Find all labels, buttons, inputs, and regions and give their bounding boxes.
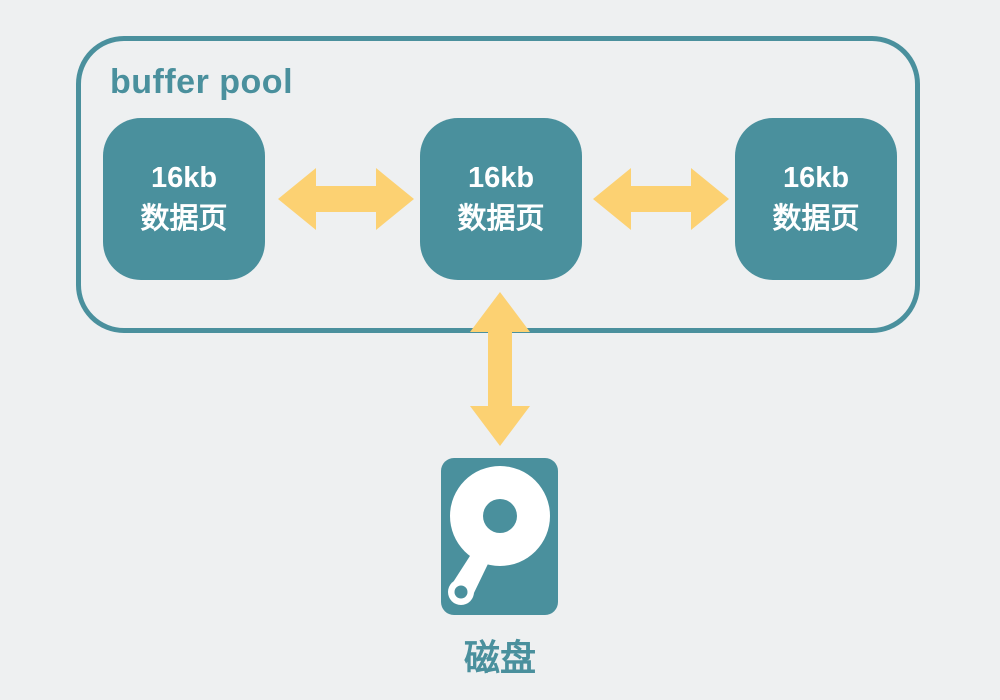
double-arrow-icon-page2-page3 (593, 168, 729, 230)
data-page-box-2: 16kb 数据页 (420, 118, 582, 280)
double-arrow-icon-page1-page2 (278, 168, 414, 230)
data-page-box-1: 16kb 数据页 (103, 118, 265, 280)
data-page-3-size: 16kb (782, 162, 850, 194)
data-page-box-3: 16kb 数据页 (735, 118, 897, 280)
data-page-1-label: 数据页 (140, 203, 228, 235)
data-page-1-size: 16kb (150, 162, 218, 194)
data-page-3-label: 数据页 (772, 203, 860, 235)
disk-label: 磁盘 (463, 637, 536, 678)
data-page-2-size: 16kb (467, 162, 535, 194)
buffer-pool-title: buffer pool (110, 63, 294, 101)
data-page-2-label: 数据页 (457, 203, 545, 235)
double-arrow-icon-pool-disk (470, 292, 530, 446)
hard-disk-icon (441, 458, 558, 615)
